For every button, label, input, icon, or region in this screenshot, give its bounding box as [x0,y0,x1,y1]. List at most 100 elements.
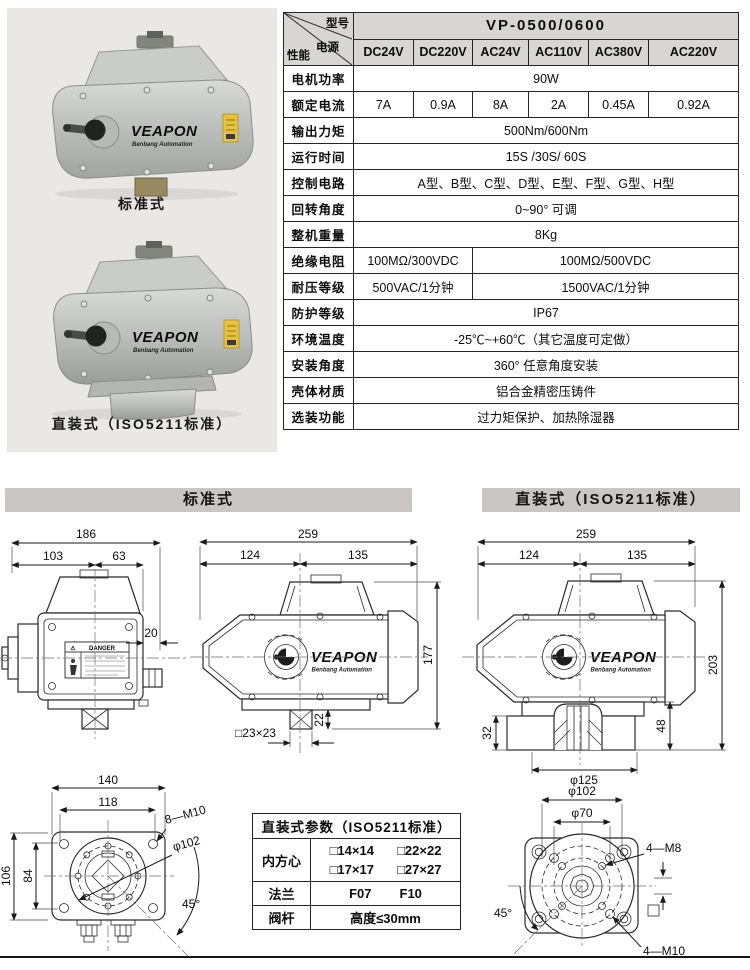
spec-value: 500Nm/600Nm [353,117,739,144]
warning-icon: ⚠ [70,645,76,652]
spec-value: 90W [353,65,739,92]
spec-row: 绝缘电阻 100MΩ/300VDC 100MΩ/500VDC [283,247,739,274]
dim-label: 4—M10 [643,944,685,958]
power-col-header: AC110V [528,38,589,66]
warning-label-icon [223,319,240,349]
dim-label: 259 [576,527,596,541]
product-photo-direct: VEAPON Benbang Automation [52,241,253,420]
params-flange-values: F07 F10 [310,881,461,906]
dim-label: 124 [240,548,260,562]
section-header-direct: 直装式（ISO5211标准） [482,488,740,512]
spec-value: 1500VAC/1分钟 [472,273,739,300]
spec-row: 安装角度 360° 任意角度安装 [283,351,739,378]
dim-label: 177 [421,645,435,665]
power-col-header: AC380V [588,38,649,66]
square-symbol [647,904,660,917]
corner-model-label: 型号 [326,18,349,30]
spec-row: 防护等级 IP67 [283,299,739,326]
drawing-standard-bottom-view: 140 118 106 84 8—M10 φ102 45° [0,775,208,959]
corner-diagonal-lines [284,13,352,65]
product-photos-panel: VEAPON Benbang Automation 标准式 [7,8,277,452]
drawing-standard-end-view: ⚠ DANGER 186 103 63 20 [0,527,186,739]
spec-value: 铝合金精密压铸件 [353,377,739,404]
params-stem-value: 高度≤30mm [310,905,461,930]
spec-row: 电机功率 90W [283,65,739,92]
spec-value: 8A [472,91,529,118]
dim-label: 8—M10 [163,802,208,826]
drawing-direct-side-view: VEAPON Benbang Automation 259 124 135 20… [462,527,726,787]
dim-label: 103 [43,549,63,563]
dim-label: 135 [348,548,368,562]
dim-label: 259 [298,527,318,541]
dim-label: 63 [112,549,126,563]
spec-row: 壳体材质 铝合金精密压铸件 [283,377,739,404]
socket-option: □17×17 [329,862,374,877]
danger-title: DANGER [89,646,116,652]
spec-row-label: 回转角度 [283,195,354,222]
model-value: VP-0500/0600 [353,12,739,40]
drawing-standard-side-view: VEAPON Benbang Automation 259 124 135 17… [190,527,441,753]
spec-row-label: 输出力矩 [283,117,354,144]
spec-value: 100MΩ/500VDC [472,247,739,274]
dim-label: □23×23 [235,726,276,740]
brand-logo: VEAPON [132,329,199,346]
spec-row: 额定电流 7A 0.9A 8A 2A 0.45A 0.92A [283,91,739,118]
spec-row: 耐压等级 500VAC/1分钟 1500VAC/1分钟 [283,273,739,300]
spec-value: 360° 任意角度安装 [353,351,739,378]
spec-value: 2A [528,91,589,118]
spec-row: 控制电路 A型、B型、C型、D型、E型、F型、G型、H型 [283,169,739,196]
flange-option: F10 [399,886,422,901]
dim-label: 140 [98,775,118,787]
dim-label: 20 [144,626,158,640]
spec-row-label: 安装角度 [283,351,354,378]
spec-table: 型号 电源 性能 VP-0500/0600 DC24V DC220V AC24V… [283,12,739,430]
dim-label: 135 [627,548,647,562]
params-table-title: 直装式参数（ISO5211标准） [252,813,461,839]
spec-value: 500VAC/1分钟 [353,273,473,300]
socket-option: □27×27 [397,862,442,877]
brand-logo-sub: Benbang Automation [312,668,373,674]
dim-label: φ102 [568,784,596,798]
danger-label: ⚠ DANGER [64,641,130,679]
dim-label: 186 [76,527,96,541]
dim-label: 45° [182,897,200,911]
spec-row-label: 控制电路 [283,169,354,196]
dim-label: 48 [654,719,668,733]
params-socket-values: □14×14 □22×22 □17×17 □27×27 [310,838,461,882]
terminal-bolts [76,919,136,943]
spec-row: 整机重量 8Kg [283,221,739,248]
spec-row-label: 整机重量 [283,221,354,248]
socket-option: □14×14 [329,843,374,858]
spec-row: 环境温度 -25℃~+60℃（其它温度可定做） [283,325,739,352]
page-bottom-rule [0,956,750,958]
dim-label: 124 [519,548,539,562]
dim-label: 106 [0,866,13,886]
spec-value: 0.92A [648,91,739,118]
spec-row: 运行时间 15S /30S/ 60S [283,143,739,170]
spec-value: 8Kg [353,221,739,248]
spec-value: 100MΩ/300VDC [353,247,473,274]
brand-logo: VEAPON [131,123,198,140]
spec-row-label: 绝缘电阻 [283,247,354,274]
dim-label: 203 [706,655,720,675]
power-col-header: DC220V [413,38,473,66]
photo-caption-direct: 直装式（ISO5211标准） [51,416,233,432]
power-col-header: DC24V [353,38,414,66]
spec-value: A型、B型、C型、D型、E型、F型、G型、H型 [353,169,739,196]
spec-row-label: 选装功能 [283,403,354,430]
dim-label: 32 [480,726,494,740]
brand-logo-sub: Benbang Automation [132,142,193,148]
brand-logo: VEAPON [311,649,378,666]
spec-value: -25℃~+60℃（其它温度可定做） [353,325,739,352]
spec-row: 回转角度 0~90° 可调 [283,195,739,222]
params-row-label: 法兰 [252,881,311,906]
params-row-label: 内方心 [252,838,311,882]
spec-table-corner-cell: 型号 电源 性能 [283,12,354,66]
product-photo-standard: VEAPON Benbang Automation [52,31,254,200]
spec-row-label: 防护等级 [283,299,354,326]
spec-value: 7A [353,91,414,118]
spec-row: 选装功能 过力矩保护、加热除湿器 [283,403,739,430]
spec-row-label: 电机功率 [283,65,354,92]
spec-row-label: 运行时间 [283,143,354,170]
